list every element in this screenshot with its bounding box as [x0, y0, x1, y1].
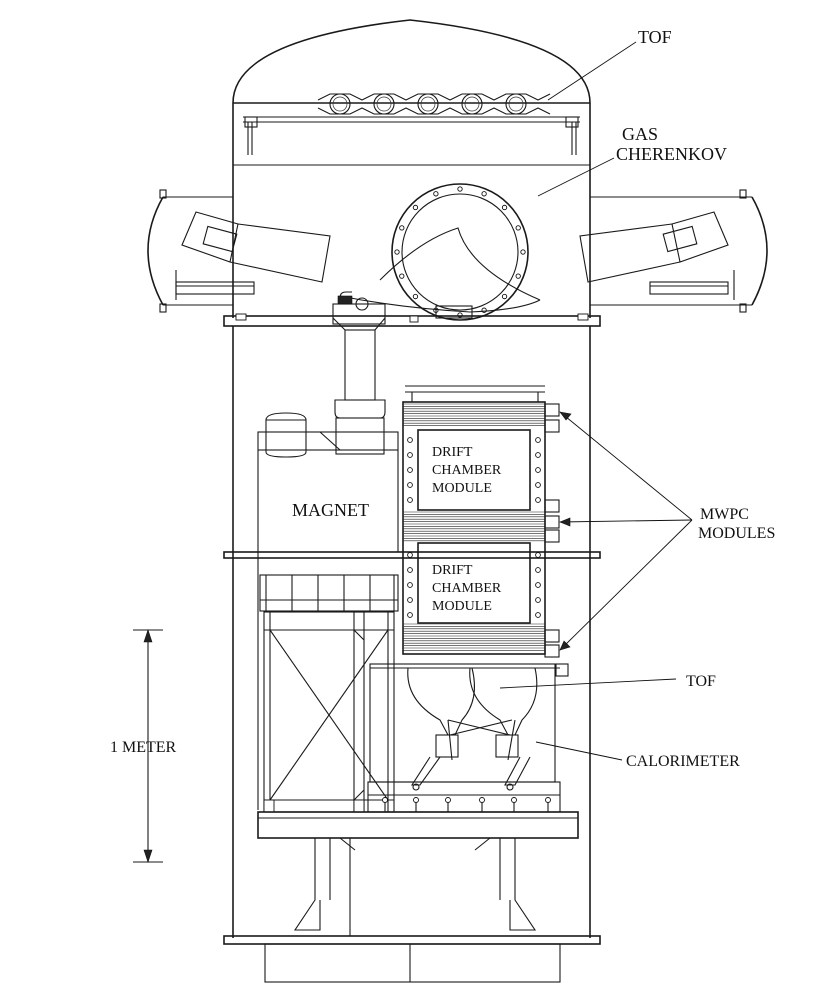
- label-calorimeter: CALORIMETER: [626, 753, 740, 770]
- label-magnet: MAGNET: [292, 500, 369, 520]
- window-bolt: [433, 191, 439, 197]
- chamber-bolt: [407, 467, 413, 473]
- left-pmt-housing: [147, 189, 331, 313]
- chamber-bolt: [407, 552, 413, 558]
- label-tof-bottom: TOF: [686, 673, 716, 690]
- chamber-bolt: [535, 482, 541, 488]
- calorimeter-bolt: [511, 797, 517, 803]
- chamber-bolt: [535, 467, 541, 473]
- label-drift1-c: MODULE: [432, 481, 492, 496]
- window-bolt: [457, 186, 463, 192]
- label-drift2-c: MODULE: [432, 599, 492, 614]
- chamber-bolt: [407, 582, 413, 588]
- chamber-bolt: [407, 497, 413, 503]
- window-bolt: [520, 249, 526, 255]
- support-frame: [259, 574, 399, 813]
- calorimeter-bolt: [382, 797, 388, 803]
- window-bolt: [501, 293, 508, 300]
- chamber-bolt: [535, 552, 541, 558]
- label-drift2-a: DRIFT: [432, 563, 473, 578]
- chamber-bolt: [535, 567, 541, 573]
- gas-cherenkov-vessel: [232, 19, 591, 318]
- chamber-bolt: [407, 612, 413, 618]
- magnet-assembly: [257, 291, 399, 810]
- chamber-bolt: [407, 597, 413, 603]
- calorimeter-bolt: [413, 797, 419, 803]
- label-drift1-b: CHAMBER: [432, 463, 502, 478]
- chamber-bolt: [407, 437, 413, 443]
- window-bolt: [399, 225, 405, 231]
- calorimeter-bolt: [479, 797, 485, 803]
- window-bolt: [412, 204, 419, 211]
- chamber-bolt: [535, 497, 541, 503]
- label-gas: GAS: [622, 124, 658, 144]
- window-bolt: [481, 191, 487, 197]
- right-pmt-housing: [579, 189, 768, 313]
- chamber-bolt: [535, 582, 541, 588]
- chamber-bolt: [535, 597, 541, 603]
- chamber-bolt: [407, 567, 413, 573]
- chamber-bolt: [535, 437, 541, 443]
- window-bolt: [412, 293, 419, 300]
- chamber-bolt: [535, 452, 541, 458]
- chamber-bolt: [407, 482, 413, 488]
- upper-flange: [223, 313, 601, 327]
- window-bolt: [501, 204, 508, 211]
- tof-top-counters: [317, 93, 551, 115]
- label-tof-top: TOF: [638, 27, 672, 47]
- window-bolt: [515, 273, 521, 279]
- main-vessel: [223, 326, 601, 983]
- calorimeter-bolt: [445, 797, 451, 803]
- label-mwpc-modules: MODULES: [698, 525, 775, 542]
- label-cherenkov: CHERENKOV: [616, 144, 727, 164]
- label-scale: 1 METER: [110, 739, 177, 756]
- label-drift1-a: DRIFT: [432, 445, 473, 460]
- base-platform: [257, 811, 579, 936]
- window-bolt: [515, 225, 521, 231]
- label-mwpc: MWPC: [700, 506, 749, 523]
- label-drift2-b: CHAMBER: [432, 581, 502, 596]
- scale-bar: [133, 629, 163, 863]
- bottom-tof-calorimeter: [367, 663, 569, 813]
- window-bolt: [399, 273, 405, 279]
- chamber-bolt: [535, 612, 541, 618]
- calorimeter-bolt: [545, 797, 551, 803]
- chamber-bolt: [407, 452, 413, 458]
- window-bolt: [394, 249, 400, 255]
- drift-chamber-stack: [402, 401, 560, 658]
- leader-lines: [499, 41, 693, 761]
- cherenkov-window: [339, 183, 541, 321]
